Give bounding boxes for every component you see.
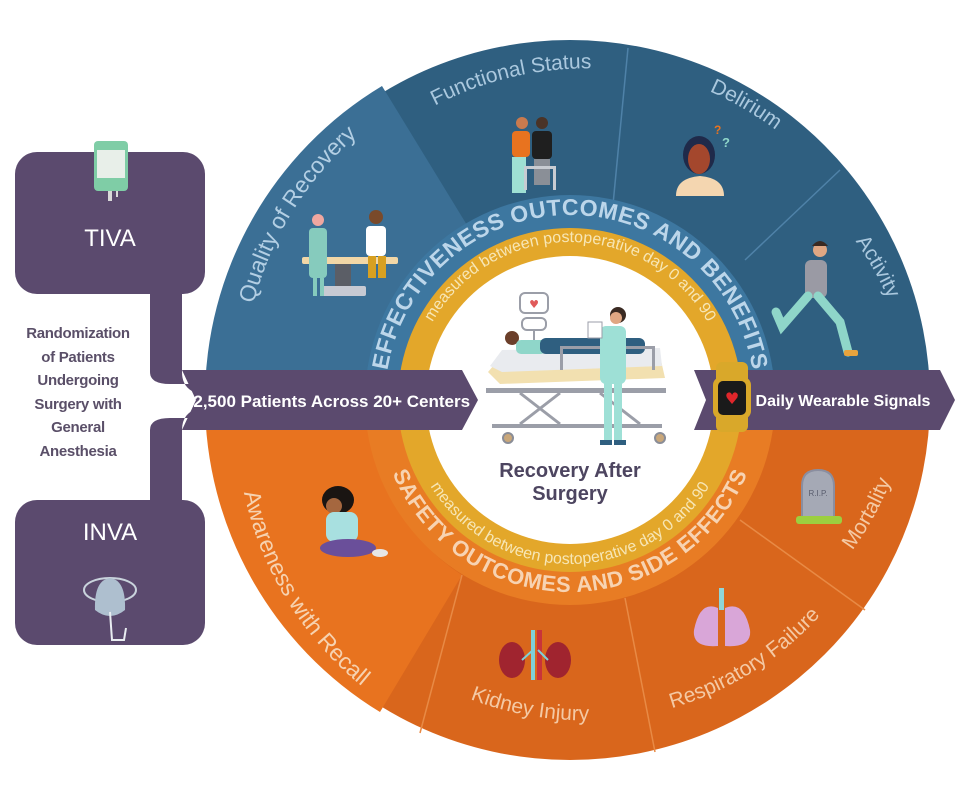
segment-divider	[739, 519, 866, 611]
segment-divider	[611, 47, 629, 216]
flow-connector	[150, 285, 200, 510]
kidneys-icon	[499, 630, 571, 680]
tombstone-text: R.I.P.	[809, 489, 828, 498]
patients-banner[interactable]: 12,500 Patients Across 20+ Centers	[182, 370, 478, 430]
lungs-icon	[693, 588, 751, 647]
svg-text:♥: ♥	[529, 298, 539, 311]
wearable-banner-label: Daily Wearable Signals	[756, 393, 931, 410]
doctor-patient-exam-icon	[302, 210, 398, 296]
randomization-description: Randomization of Patients Undergoing Sur…	[18, 322, 138, 463]
anesthesia-mask-icon	[83, 577, 137, 641]
center-disc	[426, 256, 714, 544]
randomization-flow: TIVA INVA	[15, 141, 205, 645]
segment-divider	[744, 169, 841, 261]
segment-divider	[624, 597, 656, 753]
running-man-icon	[771, 241, 858, 357]
tombstone-icon: R.I.P.	[796, 468, 842, 524]
tiva-box[interactable]	[15, 152, 205, 294]
description-line: Undergoing	[37, 372, 119, 389]
center-title-line1: Recovery After	[499, 460, 641, 482]
wearable-banner[interactable]: ♥ Daily Wearable Signals	[694, 362, 955, 432]
smartwatch-icon: ♥	[713, 362, 751, 432]
description-line: Randomization	[26, 325, 130, 342]
segment-awareness-with-recall[interactable]	[204, 400, 463, 712]
confused-person-icon: ? ?	[676, 123, 730, 196]
distressed-person-icon	[320, 486, 388, 557]
svg-text:?: ?	[714, 123, 721, 137]
description-line: General	[51, 419, 105, 436]
svg-text:♥: ♥	[725, 389, 739, 408]
description-line: of Patients	[41, 348, 115, 366]
walker-assist-icon	[512, 117, 556, 193]
svg-text:?: ?	[722, 135, 730, 150]
hospital-bed-doctor-icon: ♥	[486, 292, 666, 445]
segment-divider	[419, 574, 463, 734]
center-title-line2: Surgery	[532, 483, 608, 505]
description-line: Anesthesia	[39, 442, 117, 460]
segment-quality-of-recovery[interactable]	[204, 86, 470, 400]
description-line: Surgery with	[34, 395, 122, 413]
inva-box[interactable]	[15, 500, 205, 645]
patients-banner-label: 12,500 Patients Across 20+ Centers	[184, 392, 470, 411]
tiva-label: TIVA	[84, 225, 136, 252]
inva-label: INVA	[83, 519, 137, 546]
iv-bag-icon	[94, 141, 128, 201]
